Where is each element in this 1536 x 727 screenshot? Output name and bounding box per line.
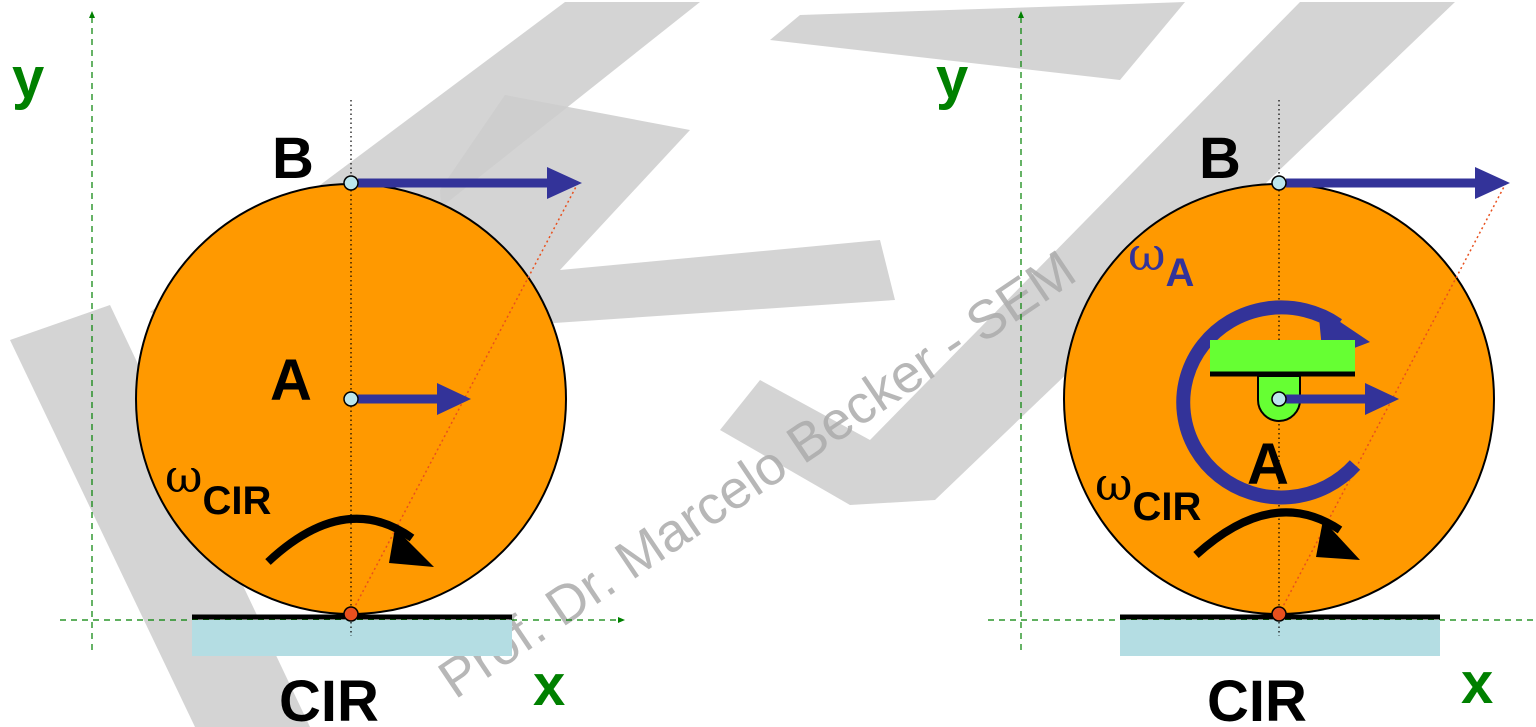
right-y-axis-label: y <box>936 46 968 111</box>
right-velocity-b-arrow <box>1286 167 1510 199</box>
right-point-a-label: A <box>1247 432 1289 497</box>
left-y-axis-label: y <box>12 46 44 111</box>
right-omega-a-label: ωA <box>1128 227 1194 295</box>
right-diagram: y x B A CIR ωCIR ωA <box>936 11 1536 727</box>
left-velocity-profile-line <box>350 182 579 615</box>
left-x-axis-label: x <box>533 653 565 718</box>
left-ground <box>192 620 512 656</box>
left-velocity-a-arrow <box>358 383 471 415</box>
left-point-a-marker <box>343 391 359 407</box>
right-velocity-a-arrow <box>1286 383 1399 415</box>
left-point-b-marker <box>343 175 359 191</box>
watermark-band-right <box>720 2 1455 505</box>
right-point-b-label: B <box>1199 126 1241 191</box>
right-point-b-marker <box>1271 175 1287 191</box>
left-point-b-label: B <box>272 126 314 191</box>
right-ground <box>1120 620 1440 656</box>
right-velocity-profile-line <box>1278 182 1507 615</box>
right-omega-cir-arrow <box>1193 508 1360 560</box>
left-omega-cir-arrow <box>265 514 434 567</box>
left-cir-label: CIR <box>279 669 379 727</box>
right-cir-label: CIR <box>1207 669 1307 727</box>
watermark-band-middle <box>440 95 895 330</box>
right-point-a-marker <box>1271 391 1287 407</box>
left-cir-marker <box>343 606 359 622</box>
left-omega-cir-label: ωCIR <box>165 449 272 523</box>
left-velocity-b-arrow <box>358 167 582 199</box>
right-omega-cir-label: ωCIR <box>1095 457 1202 529</box>
right-x-axis-label: x <box>1461 651 1493 716</box>
watermark-band-top <box>770 2 1185 80</box>
right-cir-marker <box>1271 606 1287 622</box>
left-point-a-label: A <box>270 348 312 413</box>
left-diagram: y x B A CIR ωCIR <box>12 11 625 727</box>
